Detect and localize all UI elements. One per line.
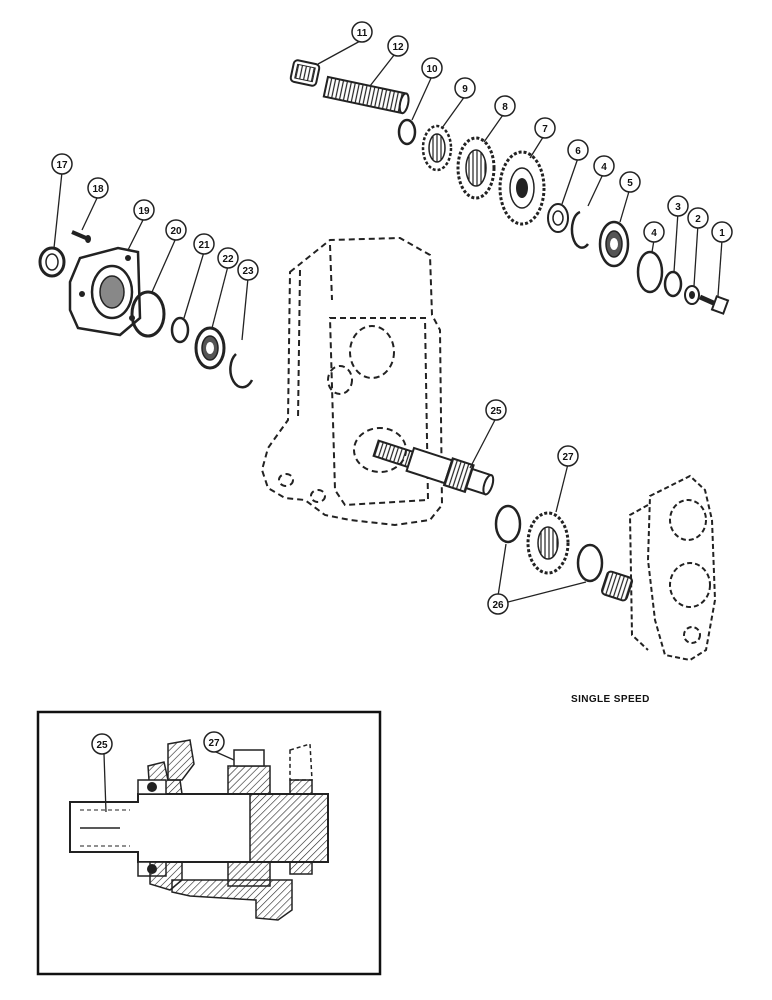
callout-21: 21 xyxy=(193,233,215,255)
callout-22: 22 xyxy=(217,247,239,269)
part-20-o-ring xyxy=(130,290,166,338)
svg-text:3: 3 xyxy=(675,202,681,213)
callout-11: 12 xyxy=(387,35,409,57)
callout-6: 6 xyxy=(567,139,589,161)
part-25-output-shaft xyxy=(372,439,495,496)
callout-20: 20 xyxy=(165,219,187,241)
part-26-snap-ring-rear xyxy=(576,543,604,583)
callout-3: 3 xyxy=(667,195,689,217)
svg-text:25: 25 xyxy=(490,406,502,417)
part-5-bearing xyxy=(598,220,630,268)
part-27-output-gear xyxy=(526,511,570,575)
diagram-caption: SINGLE SPEED xyxy=(571,694,650,705)
svg-text:11: 11 xyxy=(357,28,368,39)
svg-text:1: 1 xyxy=(719,228,725,239)
callout-12: 11 xyxy=(351,21,373,43)
svg-text:4: 4 xyxy=(651,228,657,239)
svg-text:27: 27 xyxy=(562,452,574,463)
callout-4: 4 xyxy=(593,155,615,177)
svg-text:26: 26 xyxy=(492,600,504,611)
callout-8: 8 xyxy=(494,95,516,117)
inset-callout-27: 27 xyxy=(203,731,225,753)
callout-19: 19 xyxy=(133,199,155,221)
callout-1: 1 xyxy=(711,221,733,243)
callout-9: 9 xyxy=(454,77,476,99)
svg-text:4: 4 xyxy=(601,162,607,173)
svg-text:23: 23 xyxy=(242,266,254,277)
transmission-housing xyxy=(260,236,444,527)
part-6-bushing xyxy=(547,203,569,233)
part-3-washer xyxy=(663,270,683,298)
part-11-input-shaft xyxy=(322,75,410,115)
svg-text:18: 18 xyxy=(92,184,104,195)
part-4-snap-ring-outer xyxy=(636,250,664,294)
svg-text:6: 6 xyxy=(575,146,581,157)
svg-text:25: 25 xyxy=(96,740,108,751)
svg-text:8: 8 xyxy=(502,102,508,113)
svg-text:19: 19 xyxy=(138,206,150,217)
svg-text:5: 5 xyxy=(627,178,633,189)
rear-cover xyxy=(628,474,717,662)
leader-lines xyxy=(53,39,723,603)
part-9-gear xyxy=(421,124,453,172)
part-23-snap-ring xyxy=(229,353,254,389)
svg-text:2: 2 xyxy=(695,214,701,225)
callout-18: 18 xyxy=(87,177,109,199)
part-8-gear xyxy=(456,136,496,200)
svg-text:7: 7 xyxy=(542,124,548,135)
callout-17: 17 xyxy=(51,153,73,175)
part-17-seal xyxy=(38,246,66,278)
callout-25: 25 xyxy=(485,399,507,421)
svg-text:21: 21 xyxy=(198,240,210,251)
svg-text:9: 9 xyxy=(462,84,468,95)
callout-5: 5 xyxy=(619,171,641,193)
callout-4b: 4 xyxy=(643,221,665,243)
part-21-spacer xyxy=(170,316,190,344)
part-22-bearing xyxy=(194,326,226,370)
part-7-gear xyxy=(498,150,546,226)
svg-text:27: 27 xyxy=(208,738,220,749)
cross-section-inset: 25 27 xyxy=(36,710,382,976)
svg-text:20: 20 xyxy=(170,226,182,237)
part-26-snap-ring-front xyxy=(494,504,522,544)
part-1-bolt xyxy=(698,294,730,315)
part-19-retainer xyxy=(68,246,142,337)
callout-10: 10 xyxy=(421,57,443,79)
callout-2: 2 xyxy=(687,207,709,229)
callout-7: 7 xyxy=(534,117,556,139)
part-18-screw xyxy=(71,230,91,243)
callout-26: 26 xyxy=(487,593,509,615)
part-10-snap-ring xyxy=(397,118,417,146)
part-4-snap-ring xyxy=(570,210,590,249)
svg-text:12: 12 xyxy=(392,42,404,53)
part-2-flat-washer xyxy=(684,285,700,305)
part-12-needle-bearing xyxy=(289,59,321,87)
callout-23: 23 xyxy=(237,259,259,281)
needle-bearing-rear xyxy=(600,570,634,602)
svg-text:17: 17 xyxy=(56,160,68,171)
svg-text:22: 22 xyxy=(222,254,234,265)
inset-callout-25: 25 xyxy=(91,733,113,755)
svg-text:10: 10 xyxy=(426,64,438,75)
callout-27: 27 xyxy=(557,445,579,467)
